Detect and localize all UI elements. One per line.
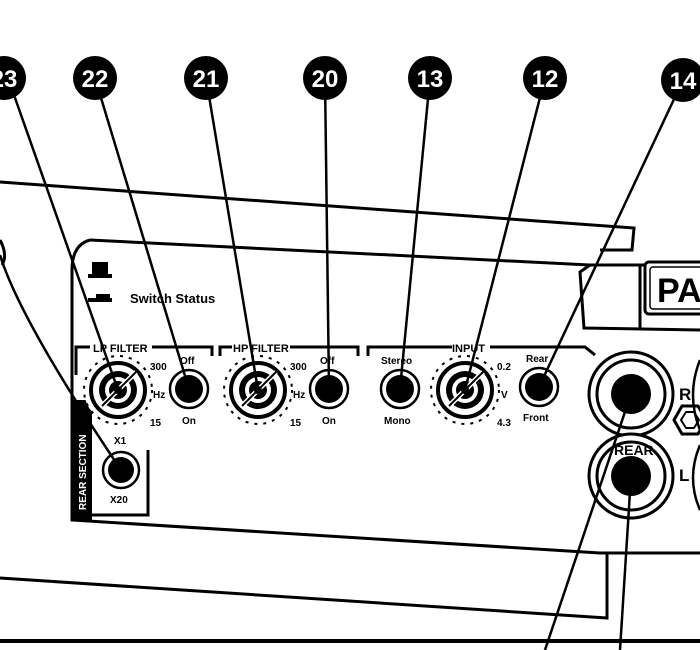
callout-leader-dots — [114, 383, 635, 480]
lp-min-label: 15 — [150, 418, 162, 429]
callout-21: 21 — [184, 56, 228, 100]
hp-switch-on-label: On — [322, 416, 336, 427]
lp-unit-label: Hz — [153, 390, 165, 401]
rear-section-tab: REAR SECTION — [72, 400, 92, 520]
x1-label: X1 — [114, 436, 127, 447]
switch-status-label: Switch Status — [130, 291, 215, 306]
input-title: INPUT — [452, 343, 485, 355]
switch-status-legend: Switch Status — [88, 262, 215, 306]
hex-nut-icon — [672, 404, 700, 436]
pa-badge: PA — [643, 260, 700, 316]
output-r-label: R — [679, 385, 691, 404]
input-max-label: 0.2 — [497, 362, 511, 373]
svg-text:22: 22 — [82, 66, 109, 93]
lp-filter-title: LP FILTER — [93, 343, 148, 355]
input-unit-label: V — [501, 390, 508, 401]
callout-22: 22 — [73, 56, 117, 100]
front-switch-label: Front — [523, 413, 549, 424]
output-l-label: L — [679, 466, 689, 485]
switch-released-icon — [88, 262, 112, 278]
hp-unit-label: Hz — [293, 390, 305, 401]
svg-text:20: 20 — [312, 66, 339, 93]
panel-outline — [0, 180, 700, 643]
callout-20: 20 — [303, 56, 347, 100]
badge-text: PA — [657, 272, 700, 310]
adjacent-jack-edge — [691, 359, 700, 431]
callout-13: 13 — [408, 56, 452, 100]
svg-text:13: 13 — [417, 66, 444, 93]
switch-pressed-icon — [88, 294, 112, 302]
rear-section-label: REAR SECTION — [78, 434, 89, 510]
svg-text:14: 14 — [670, 68, 697, 95]
input-min-label: 4.3 — [497, 418, 511, 429]
callout-leaders — [0, 77, 685, 650]
hp-filter-title: HP FILTER — [233, 343, 289, 355]
svg-text:23: 23 — [0, 66, 17, 93]
callout-14: 14 — [661, 58, 700, 102]
svg-text:21: 21 — [193, 66, 220, 93]
callout-12: 12 — [523, 56, 567, 100]
callout-23: 23 — [0, 56, 26, 100]
stereo-label: Stereo — [381, 356, 412, 367]
lp-switch-off-label: Off — [180, 356, 195, 367]
mono-label: Mono — [384, 416, 411, 427]
x20-label: X20 — [110, 495, 128, 506]
hp-min-label: 15 — [290, 418, 302, 429]
rear-output-label: REAR — [614, 442, 654, 458]
svg-text:12: 12 — [532, 66, 559, 93]
rear-switch-label: Rear — [526, 354, 548, 365]
lp-switch-on-label: On — [182, 416, 196, 427]
lp-max-label: 300 — [150, 362, 167, 373]
section-brackets — [74, 345, 596, 517]
adjacent-jack-edge-lower — [691, 444, 700, 511]
hp-max-label: 300 — [290, 362, 307, 373]
